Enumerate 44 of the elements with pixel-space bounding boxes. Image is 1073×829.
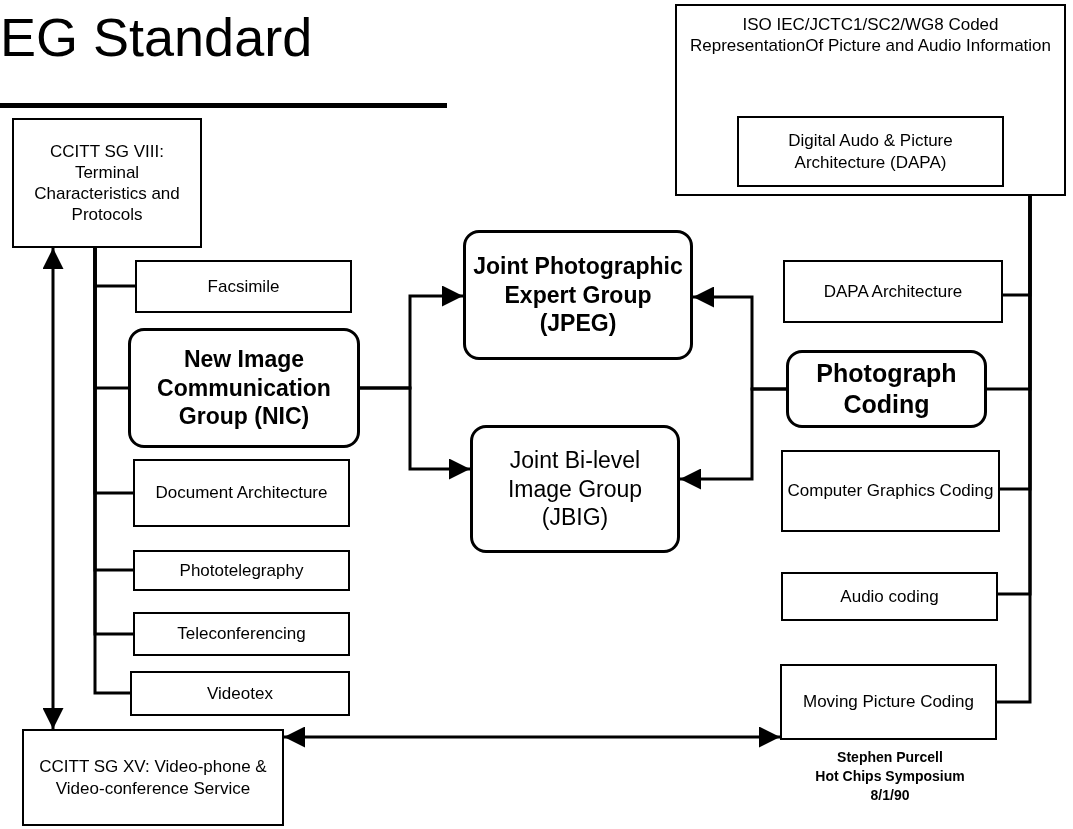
process-box <box>22 729 284 826</box>
node-text: Teleconferencing <box>176 623 307 645</box>
node-text: DAPA Architecture <box>822 280 964 303</box>
rounded-box <box>128 328 360 448</box>
rounded-box <box>470 425 680 553</box>
connector-line <box>997 196 1032 704</box>
node-text: Audio coding <box>839 585 940 608</box>
node-text: Computer Graphics Coding <box>786 480 995 502</box>
node-text: Moving Picture Coding <box>802 691 975 713</box>
process-box <box>133 550 350 591</box>
node-text: CCITT SG VIII: Terminal Characteristics and Protocols <box>33 140 181 226</box>
node-text: Phototelegraphy <box>178 559 305 582</box>
node-text: New Image Communication Group (NIC) <box>156 344 332 432</box>
rounded-box <box>463 230 693 360</box>
process-box <box>781 572 998 621</box>
node-text: Facsimile <box>206 275 281 298</box>
arrow <box>680 387 786 490</box>
process-box <box>783 260 1003 323</box>
footer-note: Hot Chips Symposium <box>815 767 965 786</box>
arrow <box>360 386 470 480</box>
process-box <box>737 116 1004 187</box>
process-box <box>12 118 202 248</box>
node-text: Joint Photographic Expert Group (JPEG) <box>472 251 684 339</box>
node-text: CCITT SG XV: Video-phone & Video-conference Service <box>38 756 268 799</box>
group-box <box>675 4 1066 196</box>
node-text: Joint Bi-level Image Group (JBIG) <box>506 445 644 533</box>
node-text: ISO IEC/JCTC1/SC2/WG8 Coded RepresentationOf Picture and Audio Information <box>689 14 1052 57</box>
process-box <box>130 671 350 716</box>
process-box <box>780 664 997 740</box>
node-text: Document Architecture <box>154 482 329 504</box>
node-text: Videotex <box>206 682 274 705</box>
process-box <box>133 612 350 656</box>
footer-note: Stephen Purcell <box>837 748 943 767</box>
process-box <box>133 459 350 527</box>
node-text: Photograph Coding <box>815 357 958 420</box>
title: EG Standard <box>0 10 313 64</box>
connector-line <box>93 248 130 695</box>
arrow <box>42 248 64 729</box>
node-text: Digital Audo & Picture Architecture (DAPA) <box>787 130 954 173</box>
process-box <box>135 260 352 313</box>
process-box <box>781 450 1000 532</box>
footer-note: 8/1/90 <box>870 786 910 805</box>
rounded-box <box>786 350 987 428</box>
arrow <box>284 726 780 748</box>
